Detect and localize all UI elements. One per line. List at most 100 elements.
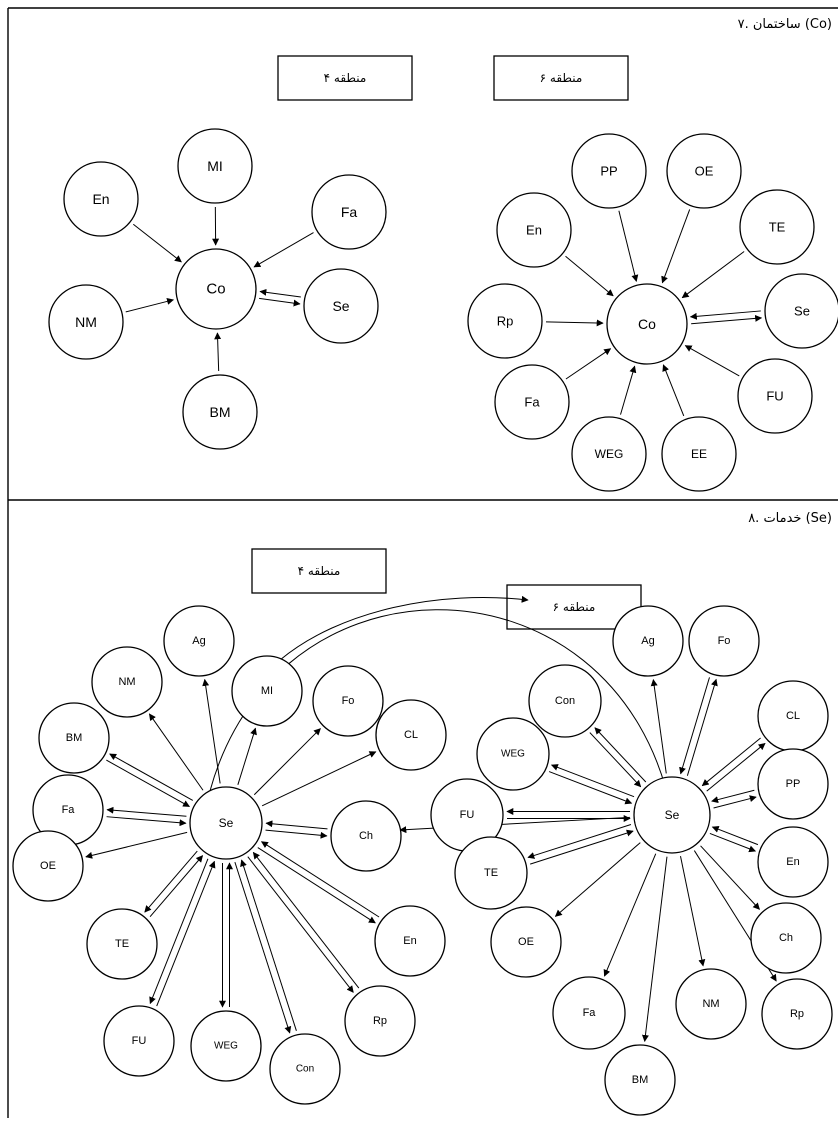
se-region4-node-fa: Fa	[32, 774, 104, 846]
co-region6-node-oe-circle	[666, 133, 742, 209]
se-region4-edge-te-in	[149, 855, 204, 918]
co-region4-edge-se-out	[259, 297, 301, 307]
se-region4-edge-rp-out	[247, 856, 354, 993]
se-region6-node-bm-circle	[604, 1044, 676, 1116]
co-region6-node-rp-label: Rp	[497, 314, 514, 329]
se-region4-node-center-se-circle	[189, 786, 263, 860]
se-region6-node-weg-circle	[476, 717, 550, 791]
se-region4-node-oe-label: OE	[40, 860, 56, 872]
curved-connector	[202, 609, 673, 824]
se-region6-node-te: TE	[454, 836, 528, 910]
se-region6-node-con: Con	[528, 664, 602, 738]
se-region4-node-center-se-label: Se	[219, 816, 234, 830]
co-region6-edge-weg	[620, 365, 637, 415]
co-region4-node-en: En	[63, 161, 139, 237]
co-region6-node-ee-circle	[661, 416, 737, 492]
se-region4-edge-bm-out	[109, 753, 194, 801]
se-region4-node-en: En	[374, 905, 446, 977]
se-region4-node-cl-circle	[375, 699, 447, 771]
region-box-co-4: منطقه ۴	[277, 55, 413, 101]
curved-connector-arrow	[279, 595, 529, 661]
region-box-se-4: منطقه ۴	[251, 548, 387, 594]
se-region4-node-cl-label: CL	[404, 729, 418, 741]
se-region4-node-nm-circle	[91, 646, 163, 718]
se-region4-edge-cl	[261, 751, 377, 807]
se-region4-edge-bm-in	[106, 759, 190, 807]
se-region6-node-rp-label: Rp	[790, 1008, 804, 1020]
se-region4-node-fu-label: FU	[132, 1035, 147, 1047]
se-region6-node-fu-label: FU	[460, 809, 475, 821]
se-region6-node-fo-circle	[688, 605, 760, 677]
co-region6-node-center-co: Co	[606, 283, 688, 365]
se-region6-node-en-label: En	[786, 856, 799, 868]
se-region4-edge-ag	[202, 678, 221, 784]
co-region6-node-fu-label: FU	[766, 389, 783, 404]
se-region4-node-weg-circle	[190, 1010, 262, 1082]
se-region4-edge-nm	[149, 713, 204, 791]
se-region4-node-bm: BM	[38, 702, 110, 774]
co-region6-node-en-circle	[496, 192, 572, 268]
se-region6-edge-ch	[700, 845, 760, 910]
co-region6-node-fa-circle	[494, 364, 570, 440]
se-region6-edge-fa	[603, 853, 657, 977]
se-region4-edge-en-out	[257, 847, 376, 924]
se-region6-node-pp-circle	[757, 748, 829, 820]
co-region6-edge-oe	[661, 209, 691, 284]
co-region4-node-center-co-label: Co	[206, 281, 225, 298]
se-region4-node-con: Con	[269, 1033, 341, 1105]
se-region6-node-cl: CL	[757, 680, 829, 752]
se-region6-node-pp-label: PP	[786, 778, 801, 790]
co-region4-node-bm-circle	[182, 374, 258, 450]
se-region6-node-fo: Fo	[688, 605, 760, 677]
co-region4-node-mi-circle	[177, 128, 253, 204]
se-region6-edge-cl-in	[701, 737, 761, 787]
co-region4-edge-bm	[214, 332, 222, 372]
se-region4-edge-ch-out	[265, 829, 328, 839]
se-region4-edge-fu-out	[149, 858, 209, 1005]
co-region4-node-mi-label: MI	[207, 158, 223, 174]
co-region4-node-fa-circle	[311, 174, 387, 250]
se-region6-edge-cl-out	[706, 742, 766, 792]
co-region6-node-se-label: Se	[794, 304, 810, 319]
se-region4-node-weg: WEG	[190, 1010, 262, 1082]
se-region6-node-oe-circle	[490, 906, 562, 978]
se-region6-edge-con-in	[589, 732, 642, 788]
se-region4-node-fo: Fo	[312, 665, 384, 737]
co-region4-edge-nm	[125, 297, 175, 313]
se-region6-node-ag-label: Ag	[641, 635, 654, 647]
region-label: منطقه ۶	[540, 71, 583, 85]
co-region6-edge-fa	[565, 348, 612, 380]
se-region6-node-con-circle	[528, 664, 602, 738]
co-region6-edge-te	[681, 251, 745, 299]
co-region6-node-pp-circle	[571, 133, 647, 209]
se-region4-node-cl: CL	[375, 699, 447, 771]
region-box-co-6: منطقه ۶	[493, 55, 629, 101]
se-region4-node-en-circle	[374, 905, 446, 977]
se-region6-node-oe-label: OE	[518, 936, 534, 948]
co-region6-node-oe: OE	[666, 133, 742, 209]
co-region4-node-mi: MI	[177, 128, 253, 204]
co-region6-node-weg-circle	[571, 416, 647, 492]
se-region4-node-rp-label: Rp	[373, 1015, 387, 1027]
co-region4-node-se-circle	[303, 268, 379, 344]
se-region6-node-en: En	[757, 826, 829, 898]
co-region6-node-pp-label: PP	[600, 164, 617, 179]
co-region4-edge-se-in	[259, 288, 301, 298]
co-region4-node-se-label: Se	[332, 298, 349, 314]
se-region6-edge-en-in	[711, 825, 759, 846]
se-region4-node-nm: NM	[91, 646, 163, 718]
co-region6-node-fu-circle	[737, 358, 813, 434]
co-region6-node-te-label: TE	[769, 220, 786, 235]
co-region6-edge-ee	[662, 364, 685, 417]
co-region6-node-ee-label: EE	[691, 447, 707, 461]
se-region6-node-cl-label: CL	[786, 710, 800, 722]
se-region6-edge-te-in	[530, 829, 634, 865]
se-region6-node-bm: BM	[604, 1044, 676, 1116]
se-region4-node-bm-label: BM	[66, 732, 83, 744]
co-region6-edge-se-out	[691, 314, 763, 325]
se-region6-node-nm-label: NM	[702, 998, 719, 1010]
co-region4-node-fa: Fa	[311, 174, 387, 250]
se-region6-edge-fo-out	[686, 678, 718, 776]
se-region4-edge-con-in	[240, 859, 297, 1031]
se-region4-edge-mi	[237, 727, 257, 785]
